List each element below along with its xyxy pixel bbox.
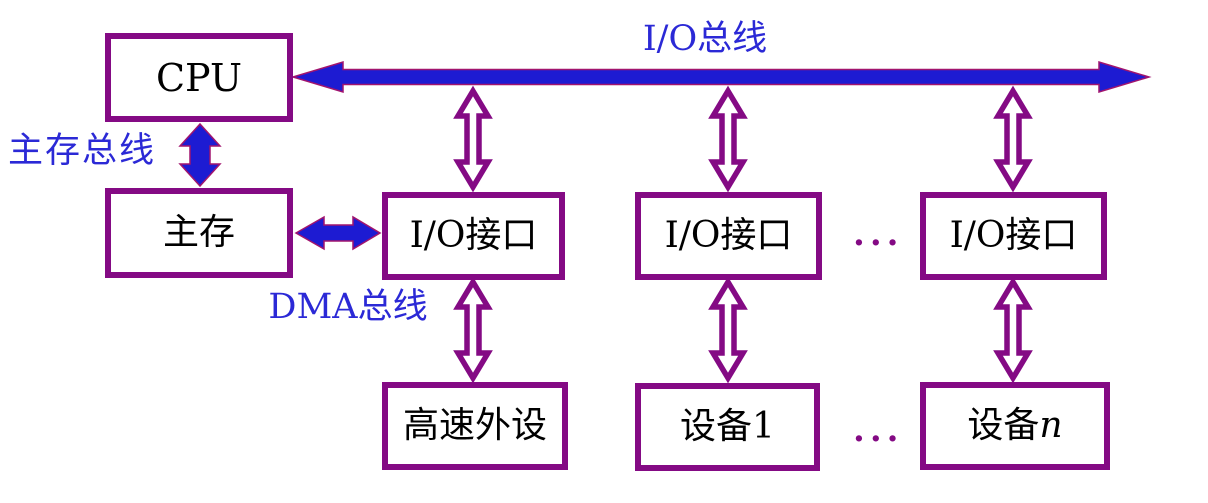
memory-bus-double-arrow-icon (178, 122, 222, 188)
cpu-box: CPU (105, 33, 293, 122)
device-1-box: 设备1 (635, 383, 820, 471)
device-n-label: 设备n (967, 405, 1063, 446)
high-speed-peripheral-label: 高速外设 (402, 405, 547, 446)
dma-bus-label: DMA总线 (268, 287, 428, 327)
bus-to-interface3-arrow-icon (993, 85, 1033, 193)
io-interface-1-label: I/O接口 (409, 215, 538, 256)
io-interface-2-label: I/O接口 (664, 215, 793, 256)
io-bus-label: I/O总线 (642, 19, 768, 59)
io-interface-3-box: I/O接口 (920, 192, 1107, 280)
io-interface-1-box: I/O接口 (382, 192, 565, 280)
high-speed-peripheral-box: 高速外设 (382, 382, 568, 470)
bus-to-interface2-arrow-icon (708, 85, 748, 193)
interface2-to-device1-arrow-icon (708, 276, 748, 384)
io-bus-double-arrow-icon (290, 60, 1152, 94)
main-memory-box: 主存 (105, 188, 293, 278)
devices-ellipsis: ··· (853, 419, 904, 459)
device-n-box: 设备n (920, 382, 1110, 470)
bus-to-interface1-arrow-icon (453, 85, 493, 193)
device-1-label: 设备1 (680, 406, 775, 447)
interface1-to-peripheral-arrow-icon (453, 276, 493, 384)
device-n-suffix: n (1039, 405, 1063, 446)
io-interface-2-box: I/O接口 (635, 192, 822, 280)
cpu-label: CPU (155, 55, 242, 100)
interface3-to-devicen-arrow-icon (993, 276, 1033, 384)
main-memory-label: 主存 (162, 212, 235, 253)
dma-bus-double-arrow-icon (294, 215, 382, 251)
io-interface-3-label: I/O接口 (949, 215, 1078, 256)
memory-bus-label: 主存总线 (8, 131, 157, 171)
interfaces-ellipsis: ··· (853, 223, 904, 263)
